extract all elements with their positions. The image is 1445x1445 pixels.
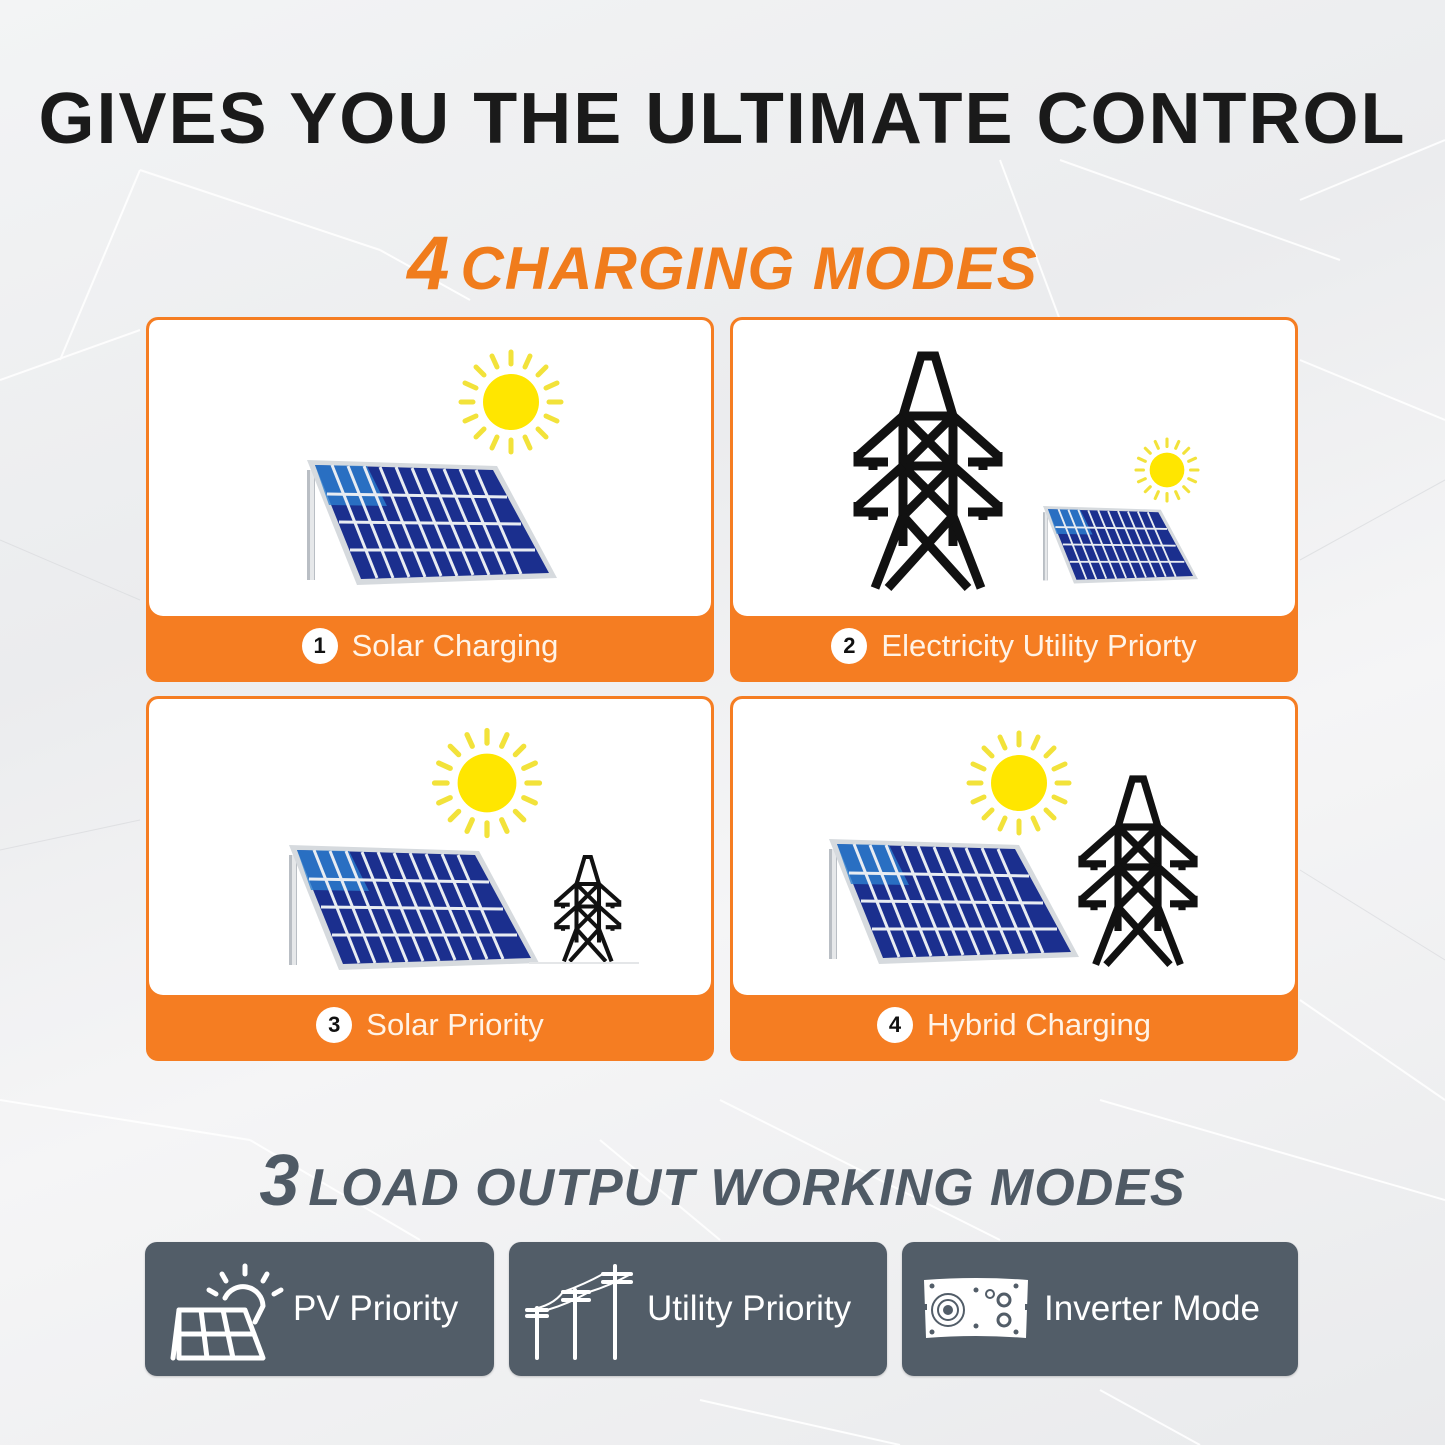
inverter-mode: Inverter Mode [902,1242,1298,1376]
solar-panel-with-small-tower-icon [287,699,639,972]
load-output-modes-count: 3 [259,1141,301,1221]
charging-mode-illustration-area [733,699,1295,995]
charging-mode-card-1: 1 Solar Charging [146,317,714,682]
solar-panel-and-tower-icon [827,699,1298,995]
mode-number-badge: 1 [301,628,338,664]
inverter-mode-label: Inverter Mode [1044,1289,1260,1328]
pv-priority-label: PV Priority [293,1289,459,1328]
mode-number-badge: 3 [316,1007,353,1043]
charging-mode-card-4: 4 Hybrid Charging [730,696,1298,1061]
page-title: GIVES YOU THE ULTIMATE CONTROL [38,79,1407,159]
charging-mode-card-2: 2 Electricity Utility Priorty [730,317,1298,682]
mode-number-badge: 4 [877,1007,913,1043]
charging-mode-caption: 3 Solar Priority [149,992,711,1058]
solar-panel-with-sun-icon [305,320,714,587]
charging-mode-label: Hybrid Charging [927,1007,1151,1042]
solar-panel-sun-icon [170,1263,284,1361]
pv-priority-mode: PV Priority [145,1242,494,1376]
charging-mode-illustration-area [149,699,711,995]
power-tower-with-solar-panel-icon [733,320,1200,616]
utility-priority-label: Utility Priority [647,1289,852,1328]
charging-modes-count: 4 [407,221,451,306]
utility-priority-mode: Utility Priority [509,1242,887,1376]
charging-mode-caption: 4 Hybrid Charging [733,992,1295,1058]
inverter-icon [922,1278,1030,1338]
charging-mode-label: Solar Charging [351,628,559,663]
utility-poles-icon [525,1264,633,1360]
charging-modes-heading-text: CHARGING MODES [460,235,1038,302]
load-output-modes-heading-text: LOAD OUTPUT WORKING MODES [308,1159,1186,1217]
charging-mode-card-3: 3 Solar Priority [146,696,714,1061]
charging-mode-label: Electricity Utility Priorty [881,628,1197,663]
charging-mode-illustration-area [149,320,711,616]
mode-number-badge: 2 [831,628,868,664]
charging-mode-label: Solar Priority [366,1007,544,1042]
charging-mode-illustration-area [733,320,1295,616]
charging-mode-caption: 2 Electricity Utility Priorty [733,613,1295,679]
charging-mode-caption: 1 Solar Charging [149,613,711,679]
